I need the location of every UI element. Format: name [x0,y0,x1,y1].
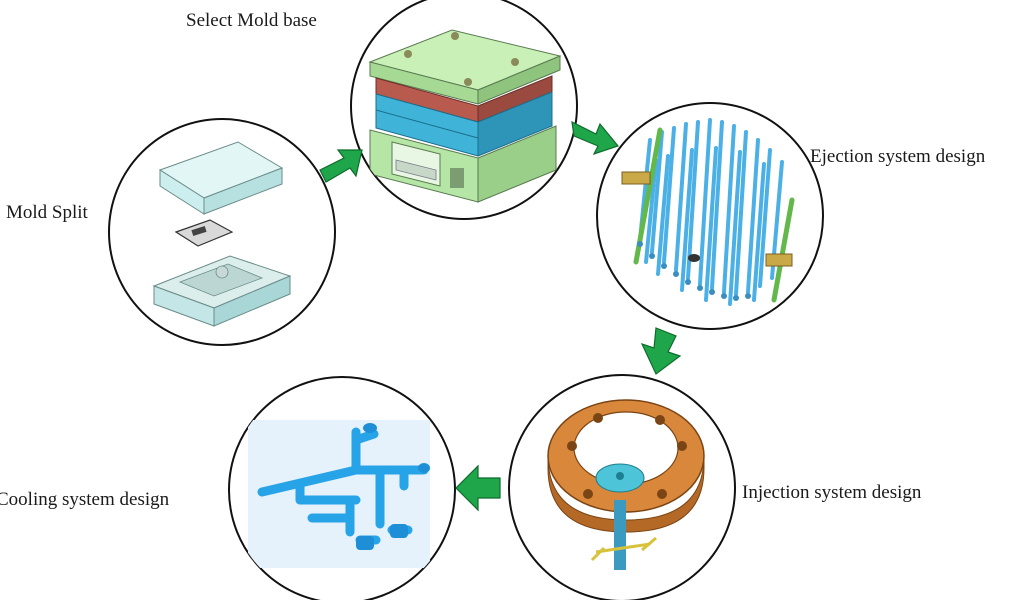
arrow-injection-to-cooling [455,464,501,512]
ejection-illustration [621,118,795,306]
label-mold-split: Mold Split [6,202,88,223]
label-select-mold-base: Select Mold base [186,10,317,31]
injection-circle [508,374,736,602]
arrow-ejection-to-injection [640,327,682,375]
ejection-circle [596,102,824,330]
cooling-illustration [248,420,430,568]
mold-split-circle [108,118,336,346]
green-arrow-icon [455,464,501,512]
mold-base-circle [350,0,578,220]
label-ejection-system-design: Ejection system design [810,146,986,167]
label-injection-system-design: Injection system design [742,482,922,503]
label-cooling-system-design: Cooling system design [0,489,170,510]
injection-illustration [547,399,705,570]
arrow-split-to-base [319,149,363,183]
cooling-circle [228,376,456,604]
green-arrow-icon [319,149,363,183]
green-arrow-icon [640,327,682,375]
green-arrow-icon [571,120,620,156]
arrow-base-to-ejection [571,120,620,156]
mold-base-illustration [368,29,562,203]
mold-split-illustration [152,141,292,327]
